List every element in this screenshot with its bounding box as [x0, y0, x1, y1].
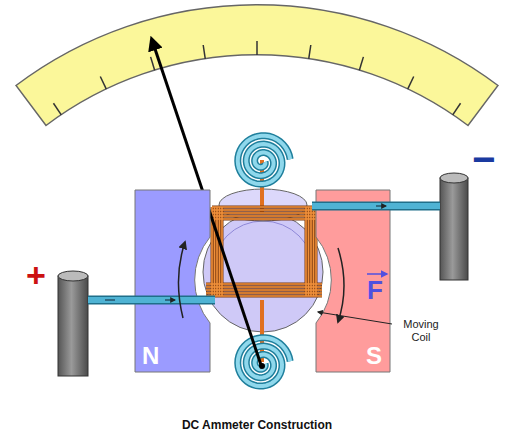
magnet-details: [88, 242, 215, 318]
meter-scale: [16, 5, 498, 126]
control-springs: [238, 136, 290, 386]
north-pole-magnet: N: [135, 190, 210, 372]
coil-winding: [212, 206, 316, 209]
lead-wire: [312, 203, 440, 209]
coil-winding: [212, 209, 316, 212]
lead-wire: [88, 296, 215, 305]
terminal-sign: +: [26, 256, 46, 295]
magnet-body: [316, 190, 390, 372]
current-arrow: [376, 206, 386, 207]
magnet-body: [135, 190, 210, 372]
coil-winding: [310, 207, 312, 296]
scale-tick: [309, 45, 311, 59]
spiral-spring: [238, 338, 290, 386]
coil-winding: [308, 207, 310, 296]
figure-caption: DC Ammeter Construction: [0, 419, 514, 433]
part-label: Moving Coil: [394, 318, 448, 343]
scale-tick: [359, 57, 363, 70]
coil-winding: [206, 283, 322, 285]
scale-tick: [151, 57, 155, 70]
coil-winding: [216, 207, 218, 296]
rotation-arrow: [178, 242, 185, 318]
pivot: [259, 363, 265, 369]
spiral-spring: [238, 338, 290, 386]
pole-letter: S: [366, 342, 382, 370]
spiral-spring: [238, 136, 290, 184]
scale-tick: [100, 76, 106, 89]
lead-wire: [88, 297, 215, 303]
coil-winding: [305, 207, 307, 296]
scale-tick: [408, 76, 414, 89]
coil-winding: [212, 206, 316, 208]
spiral-spring: [238, 136, 290, 184]
scale-ticks: [53, 41, 460, 115]
leader-line: [318, 312, 392, 324]
south-pole-magnet: FS: [316, 190, 390, 372]
terminal-sign: −: [472, 136, 495, 182]
coil-winding: [313, 207, 315, 296]
magnet-details: [312, 206, 440, 324]
scale-tick: [203, 45, 205, 59]
coil-winding: [212, 215, 316, 217]
right-terminal: [440, 173, 468, 280]
scale-tick: [256, 41, 258, 55]
coil-winding: [212, 215, 316, 218]
rotation-arrow: [338, 248, 344, 322]
coil-winding: [206, 286, 322, 288]
pole-letter: N: [142, 342, 159, 370]
coil-winding: [212, 218, 316, 220]
scale-tick: [453, 103, 461, 115]
force-symbol: F: [367, 276, 383, 306]
current-arrow: [105, 300, 175, 301]
coil-winding: [212, 212, 316, 215]
coil-winding: [305, 207, 308, 296]
left-terminal: [58, 271, 88, 376]
scale-tick: [53, 103, 61, 115]
vector-arrow: [367, 273, 387, 275]
coil-winding: [219, 207, 221, 296]
coil-winding: [212, 218, 316, 221]
coil-winding: [206, 295, 322, 297]
lead-wire: [312, 202, 440, 211]
coil-winding: [206, 292, 322, 294]
coil-winding: [212, 209, 316, 211]
coil-winding: [206, 289, 322, 291]
coil-winding: [212, 212, 316, 214]
